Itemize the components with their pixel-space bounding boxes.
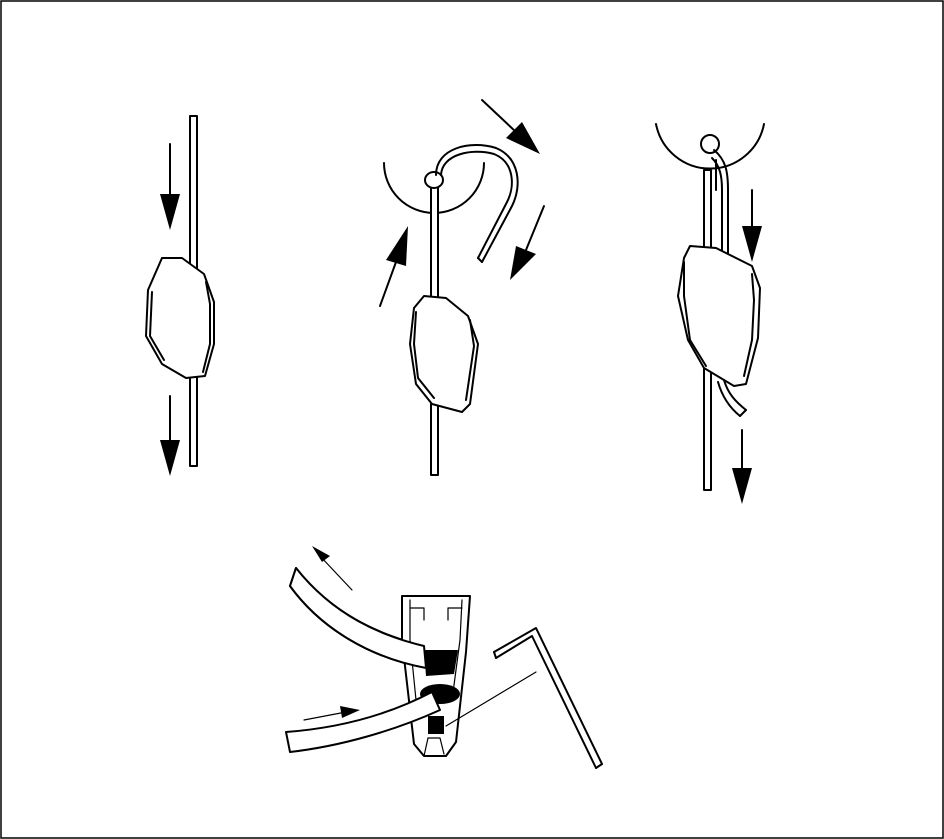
eye-arc (655, 123, 765, 170)
arrow-down-bottom (732, 429, 752, 504)
wire-outer (435, 144, 519, 263)
thread-tail-a (717, 381, 741, 417)
square-lower (428, 716, 444, 734)
thread-inner (711, 157, 723, 253)
arrow-up-left (312, 546, 353, 591)
arrow-right (303, 706, 360, 721)
bead (677, 245, 761, 387)
eye-loop (424, 171, 444, 189)
panel-step-3 (655, 123, 765, 504)
arrow-down-top (742, 189, 762, 262)
thread-outer (713, 149, 729, 255)
arrow-down-top (160, 143, 180, 230)
thread-tail-b (723, 379, 747, 411)
panel-step-2 (379, 99, 545, 476)
threader-tool (445, 627, 603, 769)
arrow-down-bottom (160, 395, 180, 476)
bead (409, 295, 479, 413)
square-upper (424, 650, 458, 676)
arrow-up (379, 226, 408, 307)
panel-step-1 (145, 115, 215, 476)
thread-lower (285, 691, 441, 753)
bead (145, 257, 215, 379)
panel-step-4 (285, 546, 603, 769)
arrow-down (510, 205, 545, 280)
eye-loop (700, 134, 720, 154)
arrow-right-down (481, 99, 540, 154)
wire-inner (440, 150, 513, 259)
